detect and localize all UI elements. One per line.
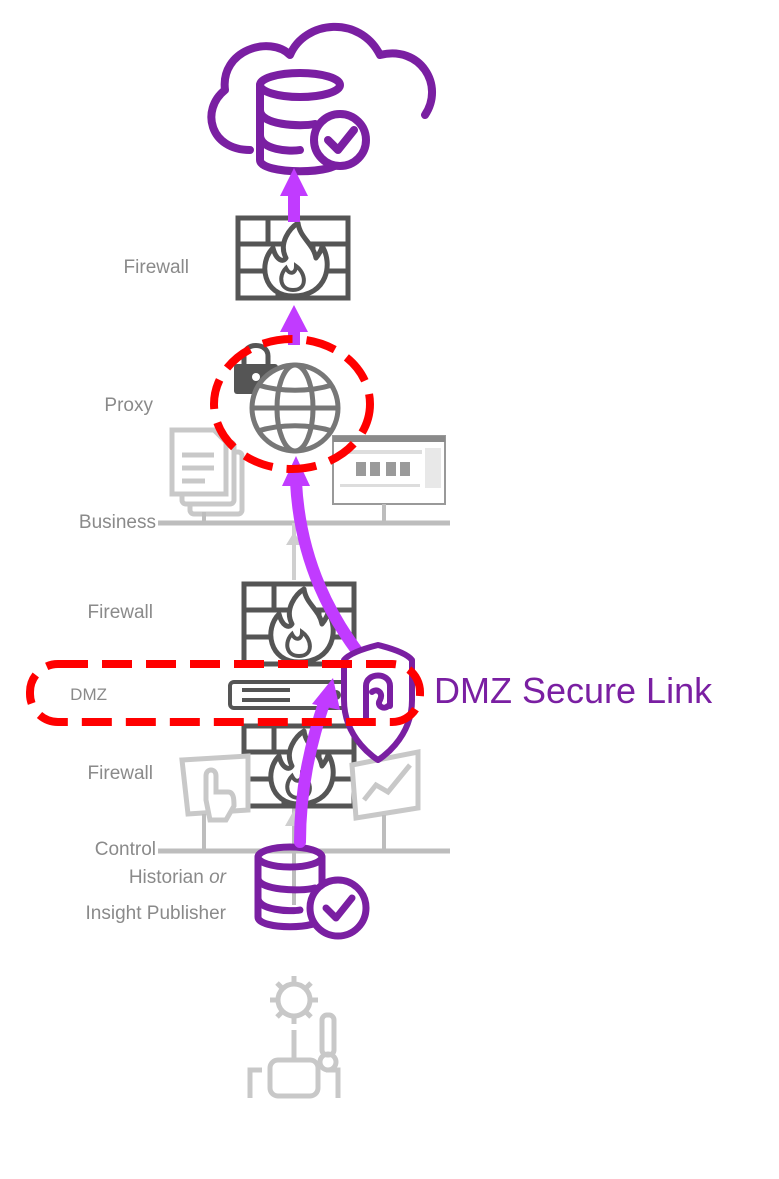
cloud-database-icon [207,22,437,176]
dmz-secure-link-shield-icon [341,642,415,763]
firewall-label-low: Firewall [87,763,153,784]
business-label: Business [78,512,156,533]
hmi-touch-icon [179,753,251,851]
proxy-highlight [210,335,374,473]
historian-text: Historian [128,867,204,888]
historian-database-icon [254,843,370,940]
dmz-label: DMZ [70,685,107,704]
valve-icon [247,1012,341,1099]
document-stack-icon [169,427,245,517]
dmz-highlight [26,660,424,726]
proxy-label: Proxy [104,395,153,416]
firewall-icon-top [238,218,348,298]
dmz-secure-link-callout: DMZ Secure Link [434,670,713,711]
globe-icon [249,362,341,454]
control-label: Control [94,839,156,860]
firewall-label-top: Firewall [123,257,189,278]
historian-label: Historian or [129,867,226,889]
firewall-label-mid: Firewall [87,602,153,623]
insight-publisher-label: Insight Publisher [85,903,226,924]
hmi-trend-icon [349,748,421,851]
gear-icon [270,976,318,1024]
historian-or-text: or [209,867,226,888]
